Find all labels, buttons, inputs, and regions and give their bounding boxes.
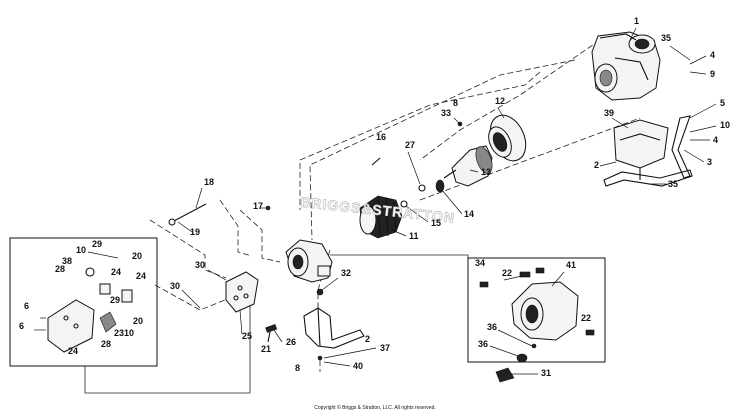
pump-housing bbox=[591, 31, 661, 101]
copyright-notice: Copyright © Briggs & Stratton, LLC. All … bbox=[314, 405, 436, 411]
callout-35: 35 bbox=[668, 179, 678, 189]
callout-19: 19 bbox=[190, 227, 200, 237]
callout-12: 12 bbox=[495, 96, 505, 106]
callout-36: 36 bbox=[487, 322, 497, 332]
callout-13: 13 bbox=[481, 167, 491, 177]
callout-33: 33 bbox=[441, 108, 451, 118]
callout-20: 20 bbox=[133, 316, 143, 326]
impeller-assembly bbox=[443, 145, 493, 187]
callout-22: 22 bbox=[581, 313, 591, 323]
callout-24: 24 bbox=[68, 346, 78, 356]
callout-27: 27 bbox=[405, 140, 415, 150]
callout-18: 18 bbox=[204, 177, 214, 187]
callout-2: 2 bbox=[365, 334, 370, 344]
switch-plate-assembly bbox=[34, 251, 133, 353]
callout-6: 6 bbox=[19, 321, 24, 331]
callout-36: 36 bbox=[478, 339, 488, 349]
callout-29: 29 bbox=[110, 295, 120, 305]
callout-29: 29 bbox=[92, 239, 102, 249]
callout-26: 26 bbox=[286, 337, 296, 347]
support-bracket bbox=[303, 288, 365, 361]
motor-stator bbox=[359, 195, 403, 239]
callout-17: 17 bbox=[253, 201, 263, 211]
right-inset-box bbox=[467, 257, 606, 363]
callout-3: 3 bbox=[707, 157, 712, 167]
through-bolt bbox=[168, 203, 207, 226]
callout-32: 32 bbox=[341, 268, 351, 278]
callout-10: 10 bbox=[76, 245, 86, 255]
callout-30: 30 bbox=[195, 260, 205, 270]
callout-16: 16 bbox=[376, 132, 386, 142]
callout-24: 24 bbox=[111, 267, 121, 277]
callout-22: 22 bbox=[502, 268, 512, 278]
callout-30: 30 bbox=[170, 281, 180, 291]
callout-11: 11 bbox=[409, 231, 419, 241]
callout-28: 28 bbox=[101, 339, 111, 349]
callout-6: 6 bbox=[24, 301, 29, 311]
callout-38: 38 bbox=[62, 256, 72, 266]
callout-31: 31 bbox=[541, 368, 551, 378]
callout-34: 34 bbox=[475, 258, 485, 268]
seal-plate-assembly bbox=[479, 267, 595, 383]
callout-5: 5 bbox=[720, 98, 725, 108]
callout-25: 25 bbox=[242, 331, 252, 341]
callout-9: 9 bbox=[710, 69, 715, 79]
callout-2: 2 bbox=[594, 160, 599, 170]
callout-39: 39 bbox=[604, 108, 614, 118]
capacitor-hardware bbox=[265, 324, 278, 343]
leader-lines bbox=[177, 27, 717, 375]
callout-23: 23 bbox=[114, 328, 124, 338]
left-inset-box bbox=[9, 237, 158, 367]
callout-14: 14 bbox=[464, 209, 474, 219]
callout-10: 10 bbox=[124, 328, 134, 338]
callout-35: 35 bbox=[661, 33, 671, 43]
callout-8: 8 bbox=[295, 363, 300, 373]
callout-37: 37 bbox=[380, 343, 390, 353]
callout-21: 21 bbox=[261, 344, 271, 354]
base-frame bbox=[603, 115, 693, 187]
callout-28: 28 bbox=[55, 264, 65, 274]
callout-10: 10 bbox=[720, 120, 730, 130]
callout-24: 24 bbox=[136, 271, 146, 281]
callout-40: 40 bbox=[353, 361, 363, 371]
adapter-ring bbox=[488, 114, 527, 162]
callout-1: 1 bbox=[634, 16, 639, 26]
terminal-plate bbox=[225, 271, 259, 313]
callout-20: 20 bbox=[132, 251, 142, 261]
seal-washer bbox=[435, 179, 445, 193]
end-bell-housing bbox=[285, 239, 333, 283]
screw-17 bbox=[265, 205, 271, 211]
callout-8: 8 bbox=[453, 98, 458, 108]
callout-4: 4 bbox=[713, 135, 718, 145]
callout-labels: 1354953910432351233813271614151118171932… bbox=[19, 16, 730, 378]
callout-4: 4 bbox=[710, 50, 715, 60]
callout-15: 15 bbox=[431, 218, 441, 228]
callout-41: 41 bbox=[566, 260, 576, 270]
